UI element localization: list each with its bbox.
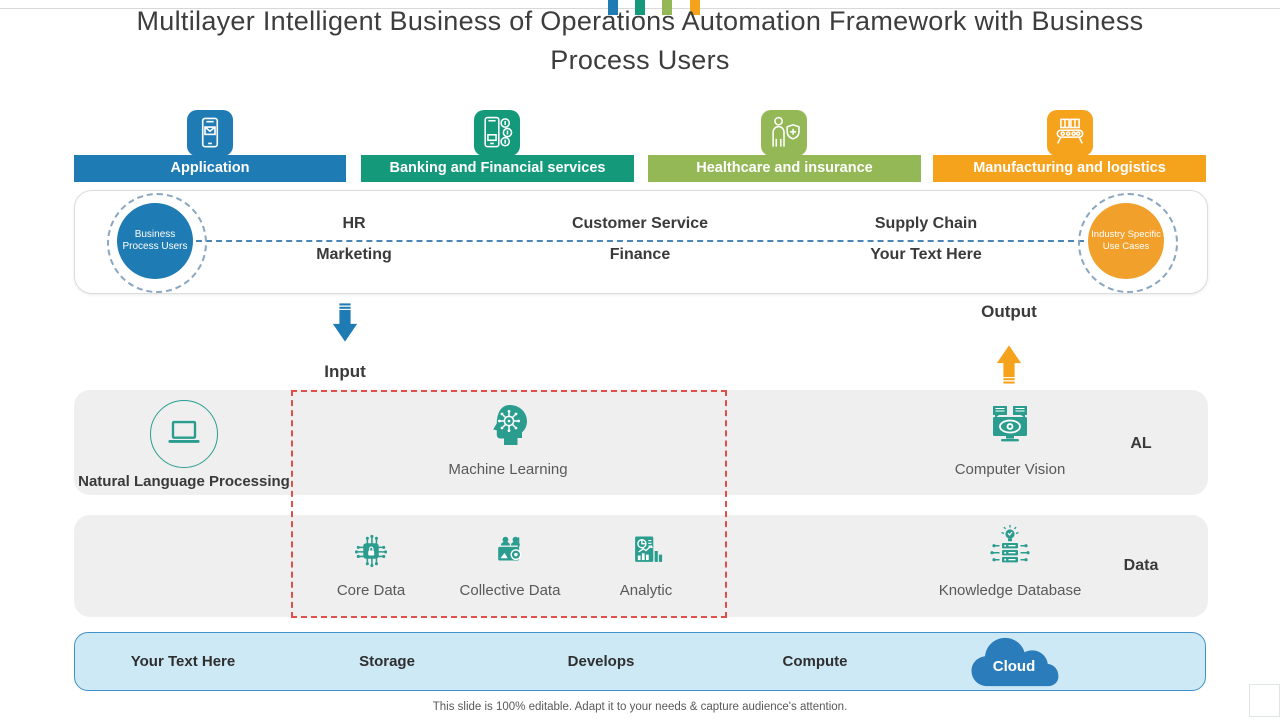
highlight-dashed-box (291, 390, 727, 618)
vision-monitor-icon (987, 402, 1033, 448)
data-layer-row (74, 515, 1208, 617)
footer-note: This slide is 100% editable. Adapt it to… (432, 701, 848, 713)
accent-square-orange (690, 0, 700, 15)
head-gear-icon (485, 402, 531, 448)
cloud-bar-develops: Develops (567, 653, 635, 670)
machine-learning-label: Machine Learning (448, 461, 568, 478)
cloud-label: Cloud (992, 658, 1036, 675)
input-arrow-icon (331, 303, 359, 343)
computer-vision-label: Computer Vision (954, 461, 1066, 478)
secure-chip-icon (351, 531, 391, 571)
category-bar-banking: Banking and Financial services (361, 155, 634, 182)
input-label: Input (324, 362, 366, 381)
industry-specific-use-cases-circle: Industry Specific Use Cases (1088, 203, 1164, 279)
knowledge-database-label: Knowledge Database (938, 582, 1082, 599)
cloud-bar-storage: Storage (359, 653, 415, 670)
analytic-label: Analytic (619, 582, 673, 599)
band-label-your-text-here: Your Text Here (870, 246, 982, 263)
team-data-icon (490, 531, 530, 571)
band-label-supply-chain: Supply Chain (874, 215, 978, 232)
mobile-app-icon (187, 110, 233, 156)
output-arrow-icon (995, 344, 1023, 384)
accent-square-green (662, 0, 672, 15)
cloud-icon (966, 634, 1062, 690)
category-bar-application: Application (74, 155, 346, 182)
band-label-marketing: Marketing (316, 246, 392, 263)
band-label-hr: HR (342, 215, 366, 232)
corner-placeholder (1249, 684, 1280, 717)
output-label: Output (981, 302, 1037, 321)
mobile-banking-icon (474, 110, 520, 156)
knowledge-server-icon (987, 524, 1033, 574)
process-band (74, 190, 1208, 294)
core-data-label: Core Data (336, 582, 406, 599)
accent-square-teal (635, 0, 645, 15)
right-dashed-ring (1078, 193, 1178, 293)
accent-square-blue (608, 0, 618, 15)
nlp-label: Natural Language Processing (78, 473, 290, 490)
report-chart-icon (626, 531, 666, 571)
band-label-finance: Finance (609, 246, 671, 263)
category-bar-healthcare: Healthcare and insurance (648, 155, 921, 182)
patient-shield-icon (761, 110, 807, 156)
business-process-users-circle: Business Process Users (117, 203, 193, 279)
collective-data-label: Collective Data (459, 582, 561, 599)
category-bar-manufacturing: Manufacturing and logistics (933, 155, 1206, 182)
laptop-icon (150, 400, 218, 468)
left-dashed-ring (107, 193, 207, 293)
ai-side-label: AL (1130, 435, 1152, 452)
conveyor-boxes-icon (1047, 110, 1093, 156)
slide-title: Multilayer Intelligent Business of Opera… (136, 6, 1144, 75)
process-connector-line (196, 240, 1084, 242)
cloud-bar-your-text-here: Your Text Here (130, 653, 236, 670)
data-side-label: Data (1123, 557, 1159, 574)
cloud-bar-compute: Compute (782, 653, 848, 670)
band-label-customer-service: Customer Service (571, 215, 709, 232)
